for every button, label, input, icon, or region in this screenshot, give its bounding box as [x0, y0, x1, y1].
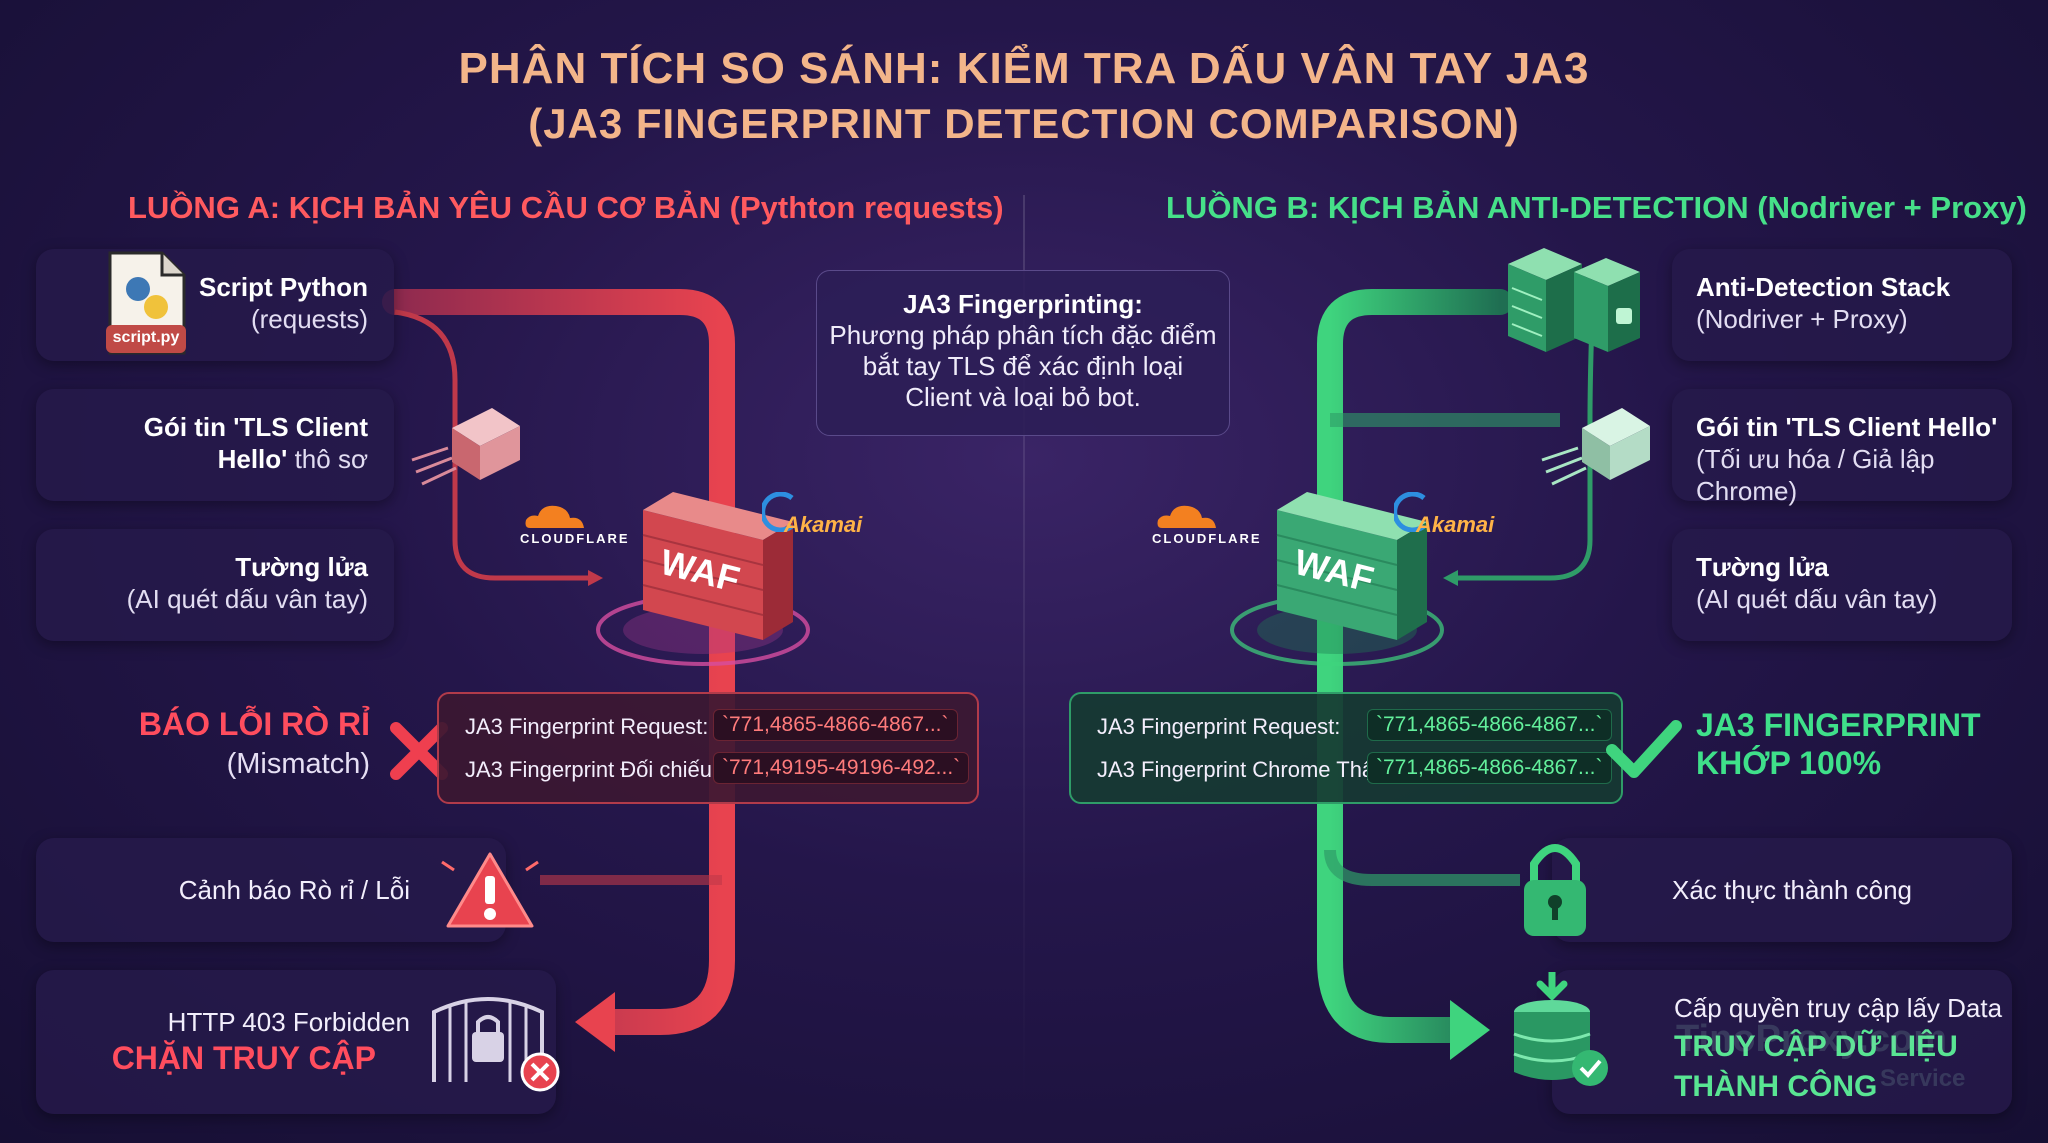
- flow-a-packet-card: Gói tin 'TLS Client Hello' thô sơ: [36, 389, 394, 501]
- flow-b-stack-card: Anti-Detection Stack (Nodriver + Proxy): [1672, 249, 2012, 361]
- warning-text: Cảnh báo Rò rỉ / Lỗi: [178, 875, 410, 905]
- flow-a-arrowhead: [575, 992, 615, 1052]
- stack-title: Anti-Detection Stack: [1696, 272, 1951, 302]
- error-title: BÁO LỖI RÒ RỈ: [138, 706, 370, 742]
- database-icon: [1513, 972, 1608, 1086]
- firewall-title-a: Tường lửa: [235, 552, 368, 582]
- warning-triangle-icon: [441, 852, 539, 928]
- fingerprint-box-a: JA3 Fingerprint Request: `771,4865-4866-…: [437, 692, 979, 804]
- ja3-definition-line1: Phương pháp phân tích đặc điểm: [829, 320, 1217, 350]
- packet-cube-icon-b: [1541, 408, 1650, 486]
- cloudflare-logo-a: [520, 500, 590, 537]
- ja3-definition-line2: bắt tay TLS để xác định loại: [862, 351, 1184, 381]
- flow-b-firewall-card: Tường lửa (AI quét dấu vân tay): [1672, 529, 2012, 641]
- akamai-text-b: Akamai: [1416, 512, 1495, 537]
- script-title: Script Python: [198, 272, 368, 302]
- grant-text: Cấp quyền truy cập lấy Data: [1674, 993, 2003, 1023]
- success-line1: TRUY CẬP DỮ LIỆU: [1674, 1030, 1958, 1063]
- akamai-logo-a: [760, 491, 802, 537]
- ja3-definition-box: JA3 Fingerprinting: Phương pháp phân tíc…: [816, 270, 1230, 436]
- fp-b-request-label: JA3 Fingerprint Request:: [1097, 714, 1341, 739]
- padlock-icon: [1524, 844, 1586, 936]
- center-divider: [1023, 195, 1025, 1110]
- cloudflare-text-a: CLOUDFLARE: [520, 531, 630, 546]
- flow-b-packet-card: Gói tin 'TLS Client Hello' (Tối ưu hóa /…: [1672, 389, 2012, 506]
- watermark-sub: Service: [1880, 1065, 1966, 1092]
- error-subtitle: (Mismatch): [226, 748, 370, 780]
- flow-b-main-line: [1317, 289, 1513, 1043]
- fp-b-chrome-value: `771,4865-4866-4867...`: [1367, 752, 1612, 784]
- flow-b-arrowhead: [1450, 1000, 1490, 1060]
- ja3-definition-line3: Client và loại bỏ bot.: [905, 382, 1141, 412]
- fingerprint-box-b: JA3 Fingerprint Request: `771,4865-4866-…: [1069, 692, 1623, 804]
- http-403-text: HTTP 403 Forbidden: [167, 1007, 410, 1037]
- watermark-text: TinoProxy.com: [1676, 1018, 1947, 1060]
- blocked-text: CHẶN TRUY CẬP: [111, 1040, 376, 1076]
- akamai-logo-b: [1392, 491, 1434, 537]
- match-line2: KHỚP 100%: [1696, 745, 1882, 781]
- akamai-text-a: Akamai: [784, 512, 863, 537]
- waf-icon-b: WAF: [1222, 480, 1452, 670]
- server-stack-icon: [1508, 248, 1640, 352]
- auth-text: Xác thực thành công: [1672, 875, 1913, 905]
- packet-cube-icon-a: [411, 408, 520, 486]
- flow-b-auth-card: Xác thực thành công: [1552, 838, 2012, 942]
- script-file-label: script.py: [112, 329, 180, 346]
- fp-a-request-label: JA3 Fingerprint Request:: [465, 714, 709, 739]
- ja3-definition-title: JA3 Fingerprinting:: [903, 289, 1143, 319]
- script-subtitle: (requests): [250, 304, 368, 334]
- locked-gate-icon: [432, 997, 560, 1092]
- firewall-sub-b: (AI quét dấu vân tay): [1696, 584, 1938, 614]
- fp-a-request-value: `771,4865-4866-4867...`: [713, 709, 958, 741]
- flow-a-branch: [394, 309, 590, 581]
- flow-a-title: LUỒNG A: KỊCH BẢN YÊU CẦU CƠ BẢN (Pythto…: [128, 190, 1004, 225]
- fp-a-compare-value: `771,49195-49196-492...`: [713, 752, 970, 784]
- success-line2: THÀNH CÔNG: [1674, 1070, 1878, 1103]
- stack-subtitle: (Nodriver + Proxy): [1696, 304, 1908, 334]
- match-line1: JA3 FINGERPRINT: [1696, 707, 1981, 743]
- page-title: PHÂN TÍCH SO SÁNH: KIỂM TRA DẤU VÂN TAY …: [458, 44, 1590, 93]
- cloudflare-text-b: CLOUDFLARE: [1152, 531, 1262, 546]
- flow-a-firewall-card: Tường lửa (AI quét dấu vân tay): [36, 529, 394, 641]
- packet-sub-b: (Tối ưu hóa / Giả lập Chrome): [1696, 444, 1935, 506]
- fp-a-compare-label: JA3 Fingerprint Đối chiếu:: [465, 757, 719, 782]
- packet-title-a: Gói tin 'TLS Client: [143, 412, 368, 442]
- flow-a-warning-card: Cảnh báo Rò rỉ / Lỗi: [36, 838, 506, 942]
- packet-title-b: Gói tin 'TLS Client Hello': [1696, 412, 1998, 442]
- match-result: JA3 FINGERPRINT KHỚP 100%: [1696, 706, 1980, 782]
- packet-sub-a: thô sơ: [294, 444, 368, 474]
- cloudflare-logo-b: [1152, 500, 1222, 537]
- fp-b-request-value: `771,4865-4866-4867...`: [1367, 709, 1612, 741]
- fp-b-chrome-label: JA3 Fingerprint Chrome Thật:: [1097, 757, 1387, 782]
- flow-b-success-card: Cấp quyền truy cập lấy Data: [1552, 970, 2012, 1114]
- flow-b-auth-line: [1324, 849, 1520, 886]
- flow-a-script-card: script.py Script Python (requests): [36, 249, 394, 361]
- flow-a-main-line: [382, 289, 735, 1035]
- waf-icon-a: WAF: [588, 480, 818, 670]
- checkmark-icon: [1606, 720, 1682, 778]
- flow-a-blocked-card: HTTP 403 Forbidden: [36, 970, 556, 1114]
- firewall-title-b: Tường lửa: [1696, 552, 1829, 582]
- flow-b-branch: [1455, 319, 1595, 581]
- python-file-icon: script.py: [104, 249, 188, 359]
- flow-b-title: LUỒNG B: KỊCH BẢN ANTI-DETECTION (Nodriv…: [1166, 190, 2027, 225]
- page-subtitle: (JA3 FINGERPRINT DETECTION COMPARISON): [528, 100, 1520, 147]
- flow-a-branch-arrow: [588, 570, 603, 586]
- flow-b-branch-arrow: [1443, 570, 1458, 586]
- packet-title-a2: Hello': [217, 444, 288, 474]
- firewall-sub-a: (AI quét dấu vân tay): [126, 584, 368, 614]
